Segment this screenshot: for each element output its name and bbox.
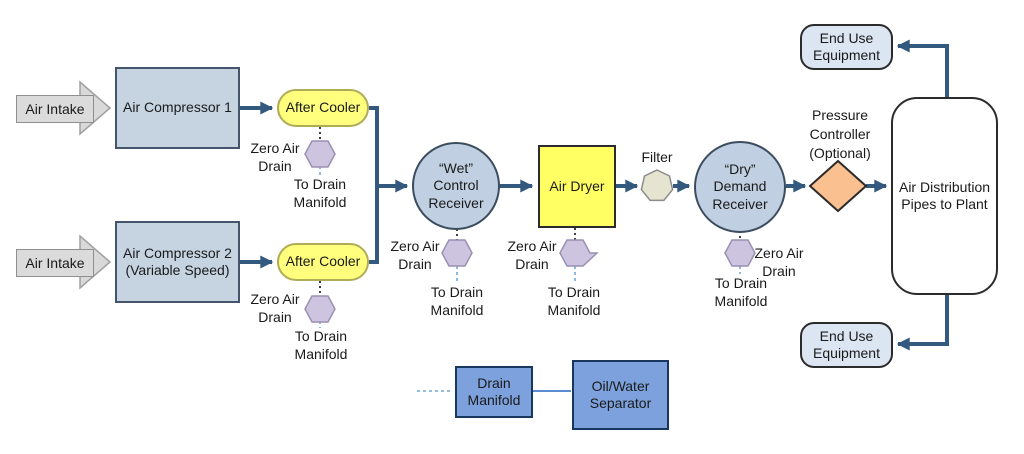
pressure-controller-diamond (808, 159, 868, 213)
zero-air-drain-valve-4 (559, 239, 599, 267)
filter-shape (640, 169, 674, 202)
air-intake-2-label: Air Intake (16, 249, 94, 277)
end-use-equipment-bottom: End Use Equipment (800, 322, 893, 368)
zero-air-drain-valve-2 (304, 295, 336, 323)
zero-air-drain-label-4: Zero Air Drain (507, 238, 557, 272)
end-use-equipment-top: End Use Equipment (800, 24, 893, 70)
wet-control-receiver: “Wet” Control Receiver (412, 142, 500, 230)
flow-cooler-bus (369, 106, 379, 264)
zero-air-drain-label-2: Zero Air Drain (250, 291, 300, 325)
filter-label: Filter (641, 149, 673, 165)
zero-air-drain-label-3: Zero Air Drain (390, 238, 440, 272)
air-distribution-box: Air Distribution Pipes to Plant (891, 97, 998, 295)
zero-air-drain-valve-3 (441, 239, 473, 267)
dry-demand-receiver: “Dry” Demand Receiver (694, 141, 786, 233)
zero-air-drain-label-1: Zero Air Drain (250, 140, 300, 174)
zero-air-drain-label-5: Zero Air Drain (754, 245, 804, 279)
oil-water-separator-box: Oil/Water Separator (572, 360, 669, 430)
to-drain-manifold-label-2: To Drain Manifold (294, 328, 348, 362)
pressure-controller-label: Pressure Controller (Optional) (809, 107, 871, 161)
air-compressor-1-box: Air Compressor 1 (115, 67, 240, 149)
flow-distribution-to-enduse-bottom (896, 295, 949, 351)
after-cooler-1: After Cooler (277, 89, 369, 127)
drain-manifold-box: Drain Manifold (455, 366, 533, 418)
flow-distribution-to-enduse-top (896, 39, 949, 97)
to-drain-manifold-label-3: To Drain Manifold (430, 284, 484, 318)
zero-air-drain-valve-5 (724, 239, 756, 267)
air-intake-1-label: Air Intake (16, 95, 94, 123)
to-drain-manifold-label-4: To Drain Manifold (547, 284, 601, 318)
zero-air-drain-valve-1 (304, 140, 336, 168)
to-drain-manifold-label-1: To Drain Manifold (293, 176, 347, 210)
air-compressor-2-box: Air Compressor 2 (Variable Speed) (115, 221, 240, 303)
after-cooler-2: After Cooler (277, 243, 369, 281)
air-dryer-box: Air Dryer (538, 145, 616, 228)
to-drain-manifold-label-5: To Drain Manifold (714, 275, 768, 309)
